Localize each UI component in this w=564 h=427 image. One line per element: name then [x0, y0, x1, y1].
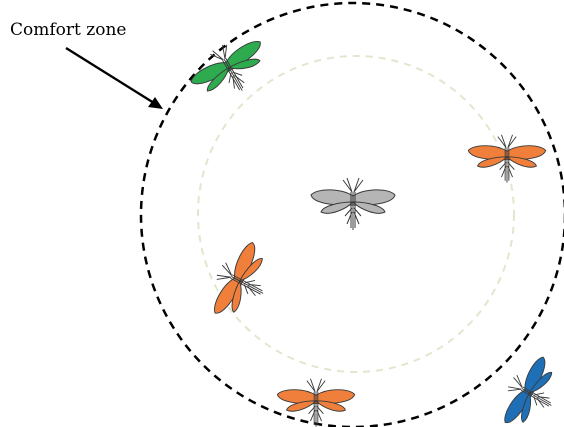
inner-circle	[198, 56, 514, 372]
moth-orange-left	[201, 235, 282, 329]
moth-green	[183, 28, 277, 111]
moth-center	[311, 178, 395, 230]
comfort-zone-arrow	[66, 48, 163, 109]
moth-orange-right	[468, 135, 545, 183]
moth-orange-bottom	[277, 379, 354, 427]
comfort-zone-label: Comfort zone	[10, 22, 126, 39]
moth-blue	[492, 349, 564, 427]
